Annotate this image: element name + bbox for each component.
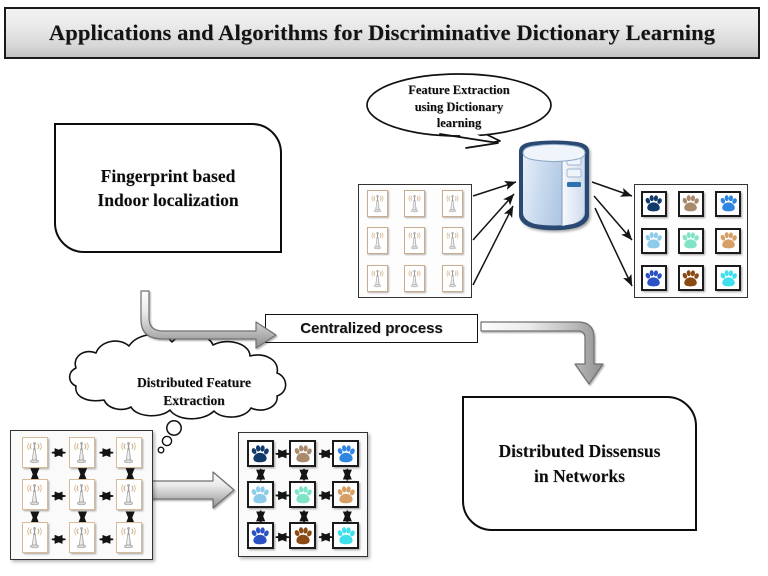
paw-feature-grid[interactable]	[634, 184, 748, 298]
centralized-process-box[interactable]: Centralized process	[265, 314, 478, 343]
paw-node-tile[interactable]	[246, 440, 274, 467]
paw-node-tile[interactable]	[640, 190, 667, 217]
paw-print-icon	[720, 232, 737, 249]
paw-print-icon	[337, 485, 355, 503]
antenna-node-tile[interactable]	[68, 522, 95, 554]
paw-print-icon	[683, 269, 700, 287]
paw-print-icon	[645, 195, 662, 212]
wifi-antenna-icon	[446, 269, 459, 287]
paw-print-icon	[720, 269, 737, 287]
wifi-antenna-icon	[409, 232, 421, 250]
antenna-node-tile[interactable]	[21, 522, 48, 554]
antenna-node-tile[interactable]	[115, 436, 142, 468]
wifi-antenna-icon	[446, 195, 459, 213]
wifi-antenna-icon	[371, 232, 384, 250]
distributed-antenna-network[interactable]	[10, 430, 153, 560]
paw-node-tile[interactable]	[246, 522, 274, 549]
paw-print-icon	[683, 195, 700, 212]
antenna-node-tile[interactable]	[68, 479, 95, 511]
server-tower-icon	[519, 140, 589, 231]
antenna-node-tile[interactable]	[367, 190, 389, 218]
wifi-antenna-icon	[446, 232, 459, 250]
paw-print-icon	[337, 526, 355, 544]
antenna-signal-grid[interactable]	[358, 184, 472, 298]
paw-print-icon	[252, 485, 270, 503]
wifi-antenna-icon	[121, 527, 136, 549]
wifi-antenna-icon	[74, 441, 89, 463]
antenna-node-tile[interactable]	[21, 479, 48, 511]
page-title-banner: Applications and Algorithms for Discrimi…	[4, 7, 760, 59]
paw-print-icon	[720, 195, 737, 212]
paw-node-tile[interactable]	[640, 227, 667, 254]
block-arrow-to-dissensus[interactable]	[480, 321, 604, 385]
paw-node-tile[interactable]	[640, 265, 667, 292]
wifi-antenna-icon	[74, 484, 89, 506]
antenna-node-tile[interactable]	[367, 227, 389, 255]
paw-node-tile[interactable]	[289, 440, 317, 467]
wifi-antenna-icon	[27, 441, 42, 463]
antenna-node-tile[interactable]	[404, 227, 426, 255]
page-title: Applications and Algorithms for Discrimi…	[48, 20, 716, 45]
paw-print-icon	[683, 232, 700, 249]
wifi-antenna-icon	[409, 195, 421, 213]
antenna-node-tile[interactable]	[21, 436, 48, 468]
paw-print-icon	[337, 444, 355, 462]
paw-node-tile[interactable]	[715, 190, 742, 217]
antenna-node-tile[interactable]	[115, 479, 142, 511]
wifi-antenna-icon	[121, 484, 136, 506]
paw-node-tile[interactable]	[332, 440, 360, 467]
paw-node-tile[interactable]	[715, 227, 742, 254]
block-arrow-to-central[interactable]	[140, 290, 277, 349]
paw-print-icon	[645, 232, 662, 249]
antenna-node-tile[interactable]	[367, 264, 389, 292]
centralized-process-label: Centralized process	[300, 320, 443, 337]
wifi-antenna-icon	[371, 269, 384, 287]
wifi-antenna-icon	[121, 441, 136, 463]
paw-print-icon	[294, 485, 312, 503]
wifi-antenna-icon	[371, 195, 384, 213]
antenna-node-tile[interactable]	[441, 264, 463, 292]
paw-node-tile[interactable]	[677, 190, 704, 217]
antenna-node-tile[interactable]	[404, 190, 426, 218]
paw-node-tile[interactable]	[289, 481, 317, 508]
antenna-node-tile[interactable]	[115, 522, 142, 554]
wifi-antenna-icon	[27, 484, 42, 506]
paw-node-tile[interactable]	[332, 522, 360, 549]
arrow-antenna-to-server	[472, 181, 517, 286]
antenna-node-tile[interactable]	[441, 227, 463, 255]
paw-print-icon	[294, 444, 312, 462]
wifi-antenna-icon	[74, 527, 89, 549]
paw-print-icon	[294, 526, 312, 544]
block-arrow-network-transform[interactable]	[151, 471, 235, 509]
feature-extraction-speech-bubble	[366, 73, 552, 149]
antenna-node-tile[interactable]	[68, 436, 95, 468]
paw-node-tile[interactable]	[677, 227, 704, 254]
paw-node-tile[interactable]	[289, 522, 317, 549]
wifi-antenna-icon	[27, 527, 42, 549]
paw-node-tile[interactable]	[677, 265, 704, 292]
antenna-node-tile[interactable]	[404, 264, 426, 292]
wifi-antenna-icon	[409, 269, 421, 287]
paw-node-tile[interactable]	[332, 481, 360, 508]
paw-print-icon	[252, 444, 270, 462]
antenna-node-tile[interactable]	[441, 190, 463, 218]
paw-print-icon	[645, 269, 662, 287]
paw-print-icon	[252, 526, 270, 544]
paw-node-tile[interactable]	[715, 265, 742, 292]
paw-node-tile[interactable]	[246, 481, 274, 508]
distributed-paw-network[interactable]	[238, 432, 368, 557]
arrow-server-to-paw	[591, 181, 633, 287]
